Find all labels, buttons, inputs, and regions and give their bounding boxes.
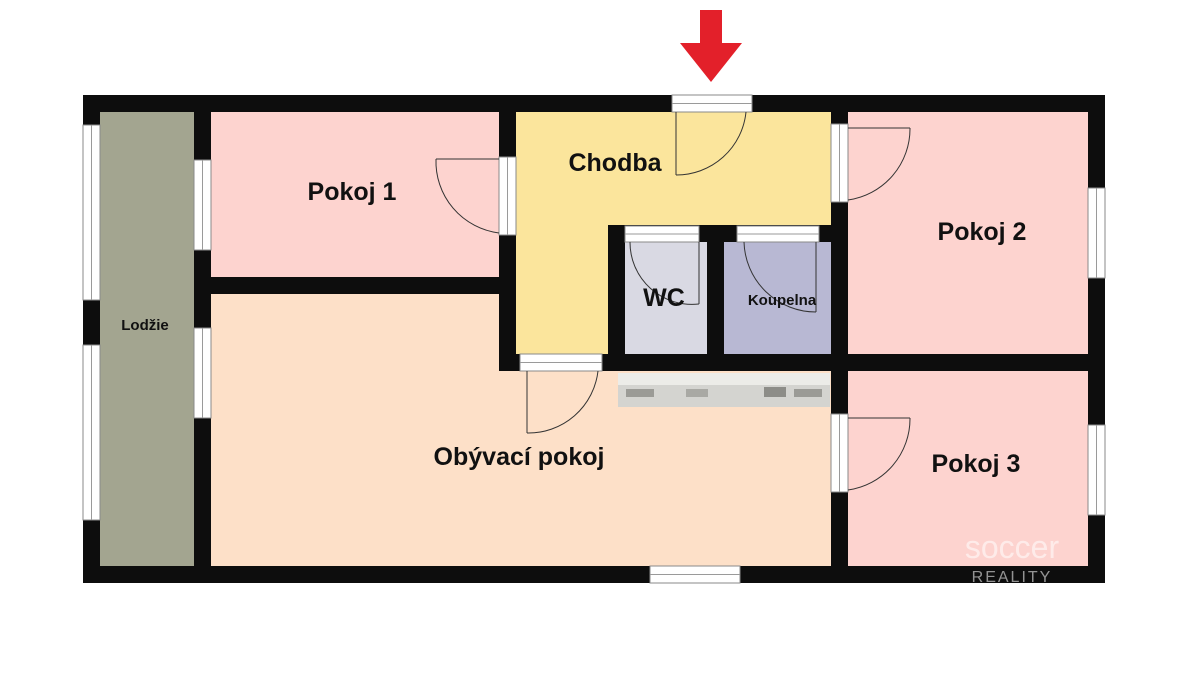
window-glazing [91, 125, 1097, 575]
label-pokoj-1: Pokoj 1 [308, 178, 397, 206]
room-koupelna [724, 242, 831, 354]
room-pokoj-3 [848, 371, 1088, 566]
kitchen-counter [618, 373, 830, 407]
label-obyvaci-pokoj: Obývací pokoj [434, 443, 605, 471]
room-pokoj-1 [211, 112, 499, 277]
label-koupelna: Koupelna [748, 292, 817, 309]
room-wc [625, 242, 707, 354]
windows [82, 124, 1106, 584]
room-pokoj-2 [848, 112, 1088, 354]
label-lodzie: Lodžie [121, 317, 169, 334]
watermark-sub: REALITY [972, 569, 1053, 586]
label-chodba: Chodba [568, 149, 662, 177]
label-pokoj-2: Pokoj 2 [938, 218, 1027, 246]
entry-arrow-icon [680, 10, 742, 82]
label-wc: WC [643, 284, 685, 312]
room-lodzie [100, 112, 194, 566]
watermark-brand: soccer [965, 529, 1060, 565]
label-pokoj-3: Pokoj 3 [932, 450, 1021, 478]
doors [435, 94, 911, 493]
room-obyvaci-pokoj [211, 294, 831, 566]
room-chodba-leg [516, 112, 608, 354]
